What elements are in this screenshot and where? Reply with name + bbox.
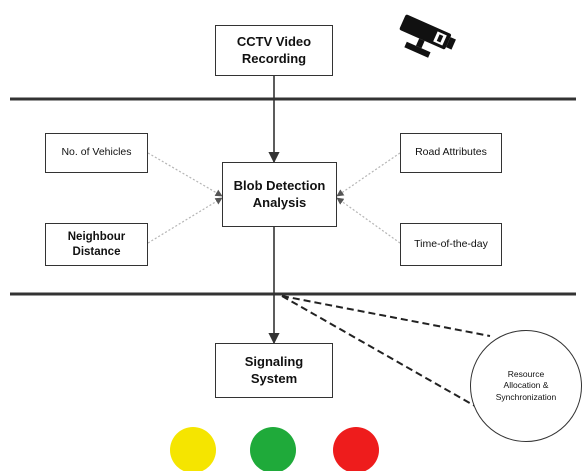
time-of-day-box: Time-of-the-day: [400, 223, 502, 266]
road-attributes-box: Road Attributes: [400, 133, 502, 173]
arrow-vehicles-to-blob: [147, 152, 223, 197]
neighbour-distance-label: Neighbour Distance: [67, 231, 126, 258]
green-light: [250, 427, 296, 471]
cctv-recording-label: CCTV Video Recording: [236, 34, 312, 66]
red-light: [333, 427, 379, 471]
blob-detection-label: Blob Detection Analysis: [233, 178, 326, 210]
yellow-light: [170, 427, 216, 471]
signaling-system-label: Signaling System: [244, 354, 304, 386]
dashed-line-to-resource-bottom: [281, 295, 476, 407]
dashed-line-to-resource-top: [281, 295, 491, 337]
arrow-road-to-blob: [336, 152, 401, 197]
cctv-recording-box: CCTV Video Recording: [215, 25, 333, 76]
vehicles-count-label: No. of Vehicles: [61, 146, 132, 159]
road-attributes-label: Road Attributes: [415, 146, 487, 159]
vehicles-count-box: No. of Vehicles: [45, 133, 148, 173]
time-of-day-label: Time-of-the-day: [414, 237, 488, 250]
signaling-system-box: Signaling System: [215, 343, 333, 398]
blob-detection-box: Blob Detection Analysis: [222, 162, 337, 227]
arrow-neighbour-to-blob: [147, 197, 223, 244]
resource-allocation-label: Resource Allocation & Synchronization: [495, 368, 557, 402]
resource-allocation-circle: Resource Allocation & Synchronization: [470, 330, 582, 442]
arrow-time-to-blob: [336, 197, 401, 244]
neighbour-distance-box: Neighbour Distance: [45, 223, 148, 266]
